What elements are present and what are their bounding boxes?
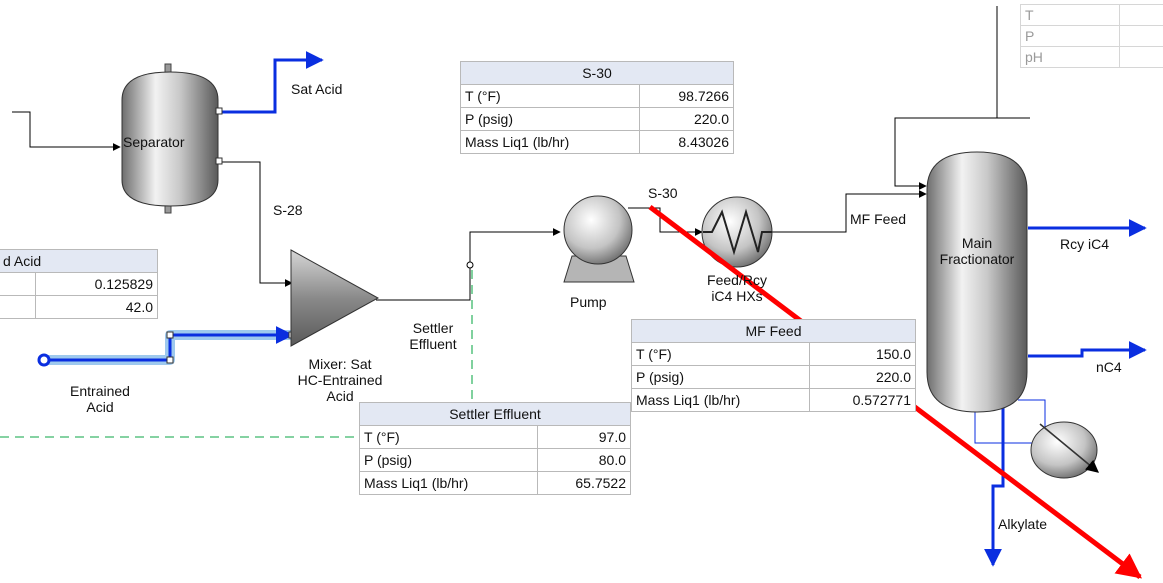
entrained-acid-stream[interactable] [44,326,294,362]
row-value [1119,46,1163,68]
column-label: Main Fractionator [927,235,1027,267]
settler-effluent-node[interactable] [466,261,474,269]
mixer-unit[interactable] [290,249,380,347]
row-value: 80.0 [536,448,632,472]
row-label: Mass Liq1 (lb/hr) [359,471,538,495]
s28-label: S-28 [273,202,303,218]
settler-label-line1: Settler [412,320,454,336]
settler-effluent-property-table[interactable]: Settler Effluent T (°F)97.0 P (psig)80.0… [359,402,632,495]
row-value: 220.0 [809,365,916,389]
row-value [1119,25,1163,47]
row-label: T [1020,4,1120,26]
row-value: 97.0 [536,425,632,449]
table-row: T (°F)97.0 [359,425,632,449]
row-value [1119,4,1163,26]
separator-vessel[interactable] [121,63,223,214]
s28-stream-line[interactable] [222,161,293,287]
entrained-acid-highlight [44,330,292,365]
row-label: P [1020,25,1120,47]
hx-label: Feed/Rcy iC4 HXs [672,272,802,304]
separator-label: Separator [123,134,185,150]
row-label: pH [1020,46,1120,68]
heat-exchanger-unit[interactable] [701,196,773,268]
settler-label-line2: Effluent [409,336,457,352]
table-row: P (psig)80.0 [359,448,632,472]
column-label-line1: Main [961,235,993,251]
row-value: 0.572771 [809,388,916,412]
table-row: 42.0 [0,295,158,319]
row-label: Mass Liq1 (lb/hr) [630,388,811,412]
row-label: P (psig) [359,448,538,472]
acid-table-title: d Acid [0,249,158,273]
row-value: 8.43026 [638,130,735,154]
row-value: 42.0 [35,295,158,319]
table-row: pH [1020,46,1163,68]
table-row: 0.125829 [0,272,158,296]
mf-table-title: MF Feed [631,319,916,343]
stream-handle[interactable] [166,356,174,364]
row-label: P (psig) [630,365,811,389]
table-row: Mass Liq1 (lb/hr)0.572771 [630,388,916,412]
main-fractionator-column[interactable] [926,151,1028,413]
mf-feed-stream-line[interactable] [772,190,927,233]
row-label [0,295,36,319]
row-value: 150.0 [809,342,916,366]
table-row: Mass Liq1 (lb/hr)8.43026 [460,130,735,154]
table-row: P [1020,25,1163,47]
table-row: P (psig)220.0 [460,107,735,131]
column-feed-line-1[interactable] [894,6,998,190]
table-row: T [1020,4,1163,26]
partial-property-table[interactable]: T P pH [1020,4,1163,68]
row-value: 98.7266 [638,84,735,108]
nc4-stream[interactable] [1028,341,1147,359]
acid-property-table[interactable]: d Acid 0.125829 42.0 [0,249,158,319]
row-label: P (psig) [460,107,640,131]
column-label-line2: Fractionator [939,251,1015,267]
mixer-label-line3: Acid [326,388,354,404]
row-label: Mass Liq1 (lb/hr) [460,130,640,154]
row-label [0,272,36,296]
entrained-label-line1: Entrained [70,383,130,399]
mixer-label-line1: Mixer: Sat [308,356,372,372]
entrained-acid-source-node[interactable] [37,353,51,367]
alkylate-label: Alkylate [998,516,1048,532]
hx-label-line2: iC4 HXs [711,288,763,304]
row-label: T (°F) [460,84,640,108]
table-row: Mass Liq1 (lb/hr)65.7522 [359,471,632,495]
table-row: T (°F)150.0 [630,342,916,366]
sat-acid-label: Sat Acid [291,81,343,97]
reboiler-unit[interactable] [1030,421,1099,479]
row-label: T (°F) [630,342,811,366]
mf-feed-label: MF Feed [850,211,907,227]
settler-effluent-label: Settler Effluent [400,320,466,352]
entrained-acid-label: Entrained Acid [50,383,150,415]
feed-stream-line[interactable] [12,111,121,151]
mixer-label: Mixer: Sat HC-Entrained Acid [280,356,400,404]
row-value: 0.125829 [35,272,158,296]
mixer-label-line2: HC-Entrained [297,372,383,388]
entrained-label-line2: Acid [86,399,114,415]
mf-feed-property-table[interactable]: MF Feed T (°F)150.0 P (psig)220.0 Mass L… [630,319,916,412]
nc4-label: nC4 [1096,359,1122,375]
s30-stream-label: S-30 [648,185,678,201]
row-label: T (°F) [359,425,538,449]
sat-acid-stream[interactable] [220,51,324,114]
settler-table-title: Settler Effluent [359,402,631,426]
row-value: 220.0 [638,107,735,131]
alkylate-stream[interactable] [984,405,1005,567]
table-row: T (°F)98.7266 [460,84,735,108]
pump-unit[interactable] [563,195,635,283]
table-row: P (psig)220.0 [630,365,916,389]
s30-table-title: S-30 [460,61,734,85]
hx-label-line1: Feed/Rcy [707,272,767,288]
s30-property-table[interactable]: S-30 T (°F)98.7266 P (psig)220.0 Mass Li… [460,61,735,154]
rcy-ic4-label: Rcy iC4 [1060,236,1110,252]
row-value: 65.7522 [536,471,632,495]
pump-label: Pump [570,294,607,310]
stream-handle[interactable] [166,331,174,339]
